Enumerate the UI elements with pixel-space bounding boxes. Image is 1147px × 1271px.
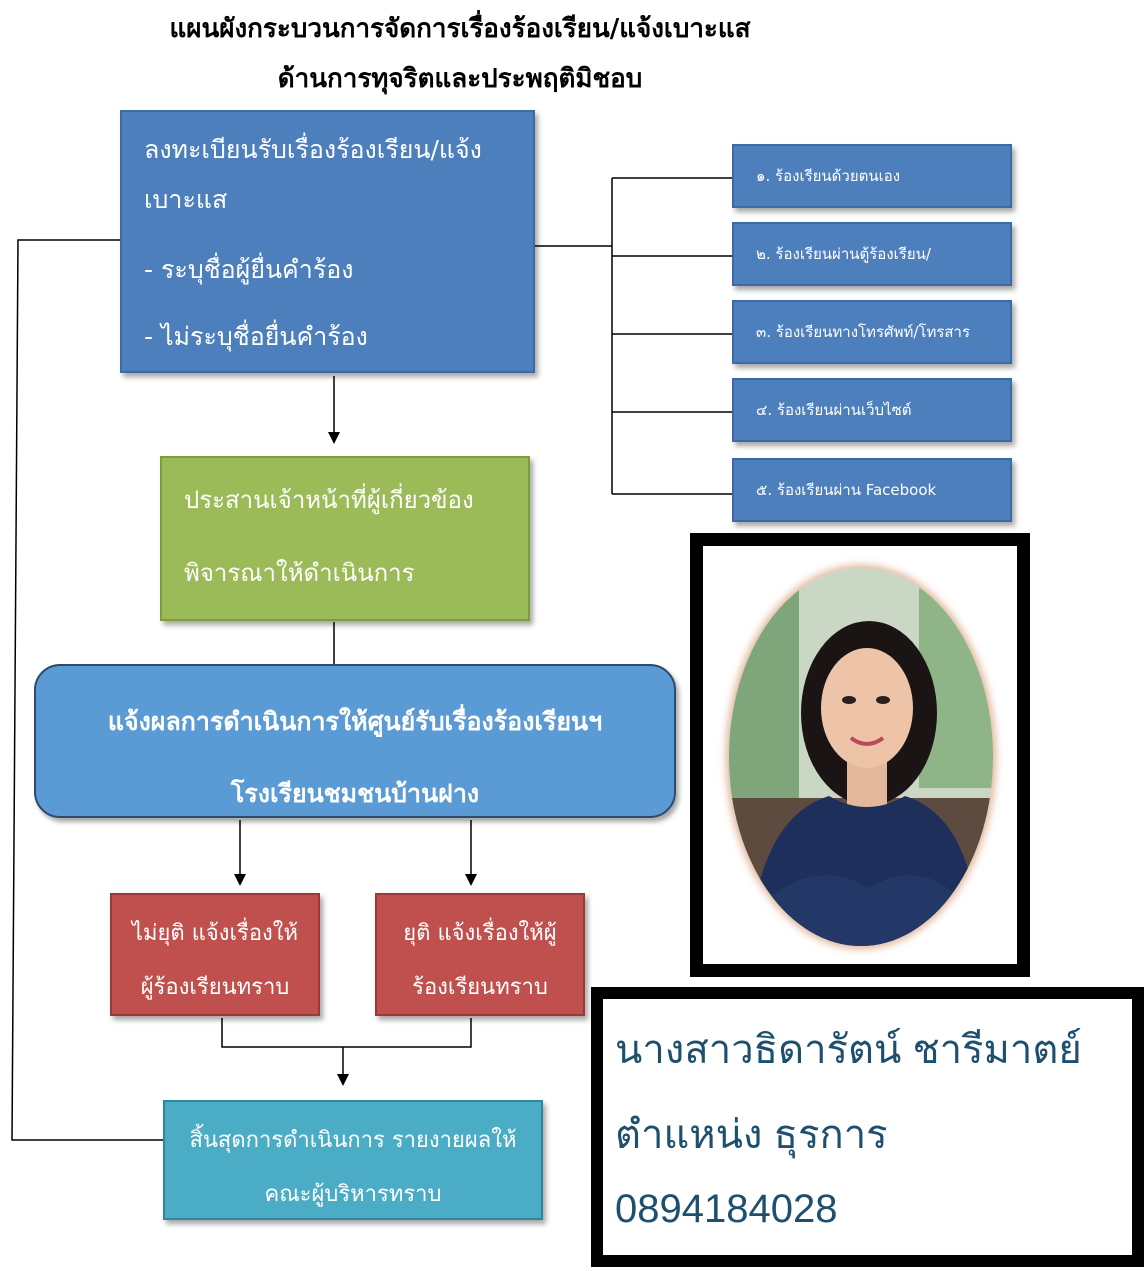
resolved-line-1: ยุติ แจ้งเรื่องให้ผู้ [403, 921, 557, 946]
staff-position: ตำแหน่ง ธุรการ [615, 1113, 888, 1157]
channel-box-1: ๑. ร้องเรียนด้วยตนเอง [732, 144, 1012, 208]
diagram-title-line1: แผนผังกระบวนการจัดการเรื่องร้องเรียน/แจ้… [169, 14, 751, 44]
resolved-box: ยุติ แจ้งเรื่องให้ผู้ ร้องเรียนทราบ [375, 893, 585, 1016]
channel-box-3: ๓. ร้องเรียนทางโทรศัพท์/โทรสาร [732, 300, 1012, 364]
resolved-line-2: ร้องเรียนทราบ [412, 975, 548, 1000]
diagram-title-line2: ด้านการทุจริตและประพฤติมิชอบ [277, 64, 643, 94]
coordinate-line-1: ประสานเจ้าหน้าที่ผู้เกี่ยวข้อง [184, 486, 474, 514]
staff-portrait-illustration [729, 568, 993, 946]
feedback-loop-line [11, 239, 163, 1141]
unresolved-box: ไม่ยุติ แจ้งเรื่องให้ ผู้ร้องเรียนทราบ [110, 893, 320, 1016]
staff-name: นางสาวธิดารัตน์ ชารีมาตย์ [615, 1028, 1082, 1072]
staff-photo-border [700, 543, 1020, 967]
register-line-1: ลงทะเบียนรับเรื่องร้องเรียน/แจ้ง [144, 135, 482, 164]
staff-contact-frame: นางสาวธิดารัตน์ ชารีมาตย์ ตำแหน่ง ธุรการ… [591, 987, 1144, 1267]
channel-box-2: ๒. ร้องเรียนผ่านตู้ร้องเรียน/ [732, 222, 1012, 286]
unresolved-line-1: ไม่ยุติ แจ้งเรื่องให้ [131, 921, 299, 946]
register-line-3: - ระบุชื่อผู้ยื่นคำร้อง [144, 255, 354, 284]
register-line-2: เบาะแส [144, 185, 228, 214]
channel-box-4: ๔. ร้องเรียนผ่านเว็บไซต์ [732, 378, 1012, 442]
register-line-4: - ไม่ระบุชื่อยื่นคำร้อง [144, 322, 368, 351]
end-line-1: สิ้นสุดการดำเนินการ รายงายผลให้ [189, 1128, 517, 1153]
notify-line-1: แจ้งผลการดำเนินการให้ศูนย์รับเรื่องร้องเ… [107, 707, 603, 736]
end-process-box: สิ้นสุดการดำเนินการ รายงายผลให้ คณะผู้บร… [163, 1100, 543, 1220]
end-line-2: คณะผู้บริหารทราบ [264, 1182, 442, 1207]
coordinate-line-2: พิจารณาให้ดำเนินการ [184, 559, 415, 587]
merge-line [221, 1018, 472, 1048]
staff-photo [729, 568, 993, 946]
notify-line-2: โรงเรียนชมชนบ้านฝาง [230, 779, 480, 808]
coordinate-staff-box: ประสานเจ้าหน้าที่ผู้เกี่ยวข้อง พิจารณาให… [160, 456, 530, 621]
staff-photo-frame [690, 533, 1030, 977]
unresolved-line-2: ผู้ร้องเรียนทราบ [140, 975, 290, 1000]
notify-result-box: แจ้งผลการดำเนินการให้ศูนย์รับเรื่องร้องเ… [34, 664, 676, 818]
register-complaint-box: ลงทะเบียนรับเรื่องร้องเรียน/แจ้ง เบาะแส … [120, 110, 535, 373]
channel-box-5: ๕. ร้องเรียนผ่าน Facebook [732, 458, 1012, 522]
staff-phone: 0894184028 [615, 1187, 838, 1231]
staff-contact-card: นางสาวธิดารัตน์ ชารีมาตย์ ตำแหน่ง ธุรการ… [600, 996, 1135, 1258]
